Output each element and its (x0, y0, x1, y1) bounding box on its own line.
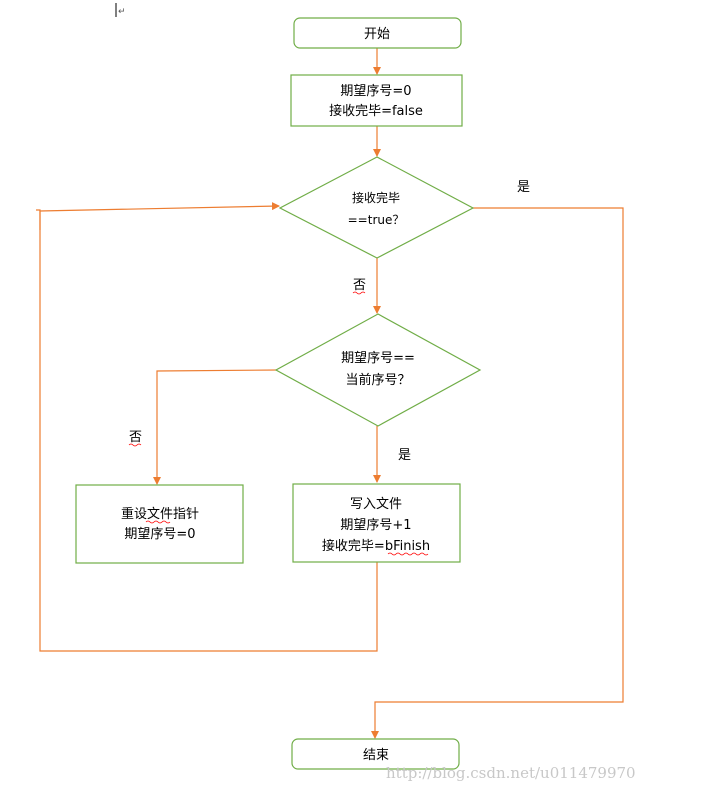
done-check-label-2: ==true？ (348, 213, 405, 227)
edge-loop-back (39, 202, 378, 652)
edge-seq-check-no (153, 369, 279, 485)
seq-no-label: 否 (129, 430, 142, 445)
end-label: 结束 (363, 748, 389, 763)
seq-check-decision (274, 313, 482, 427)
init-label-1: 期望序号=0 (340, 83, 411, 99)
reset-node (75, 484, 244, 564)
reset-label-squiggle (145, 520, 171, 524)
reset-label-1: 重设文件指针 (121, 506, 199, 522)
paragraph-mark: ↵ (118, 7, 126, 17)
seq-no-squiggle (128, 443, 142, 447)
reset-label-2: 期望序号=0 (124, 526, 195, 542)
done-check-label-1: 接收完毕 (352, 190, 400, 205)
write-label-1: 写入文件 (350, 497, 402, 512)
seq-check-label-2: 当前序号？ (345, 372, 410, 388)
edge-reset-to-loop (36, 209, 41, 230)
write-node (292, 483, 461, 563)
init-node (290, 74, 463, 127)
write-label-squiggle (387, 552, 429, 556)
edge-done-check-yes (371, 207, 624, 739)
done-yes-label: 是 (517, 180, 530, 195)
seq-check-label-1: 期望序号== (341, 350, 415, 366)
end-node (291, 738, 460, 770)
done-no-label: 否 (353, 278, 366, 293)
done-no-squiggle (352, 291, 366, 295)
init-label-2: 接收完毕=false (329, 103, 423, 119)
start-label: 开始 (364, 27, 390, 42)
seq-yes-label: 是 (398, 448, 411, 463)
write-label-3: 接收完毕=bFinish (322, 538, 430, 554)
write-label-2: 期望序号+1 (340, 517, 411, 533)
start-node (293, 17, 462, 49)
done-check-decision (278, 156, 475, 259)
watermark: http://blog.csdn.net/u011479970 (386, 764, 636, 782)
